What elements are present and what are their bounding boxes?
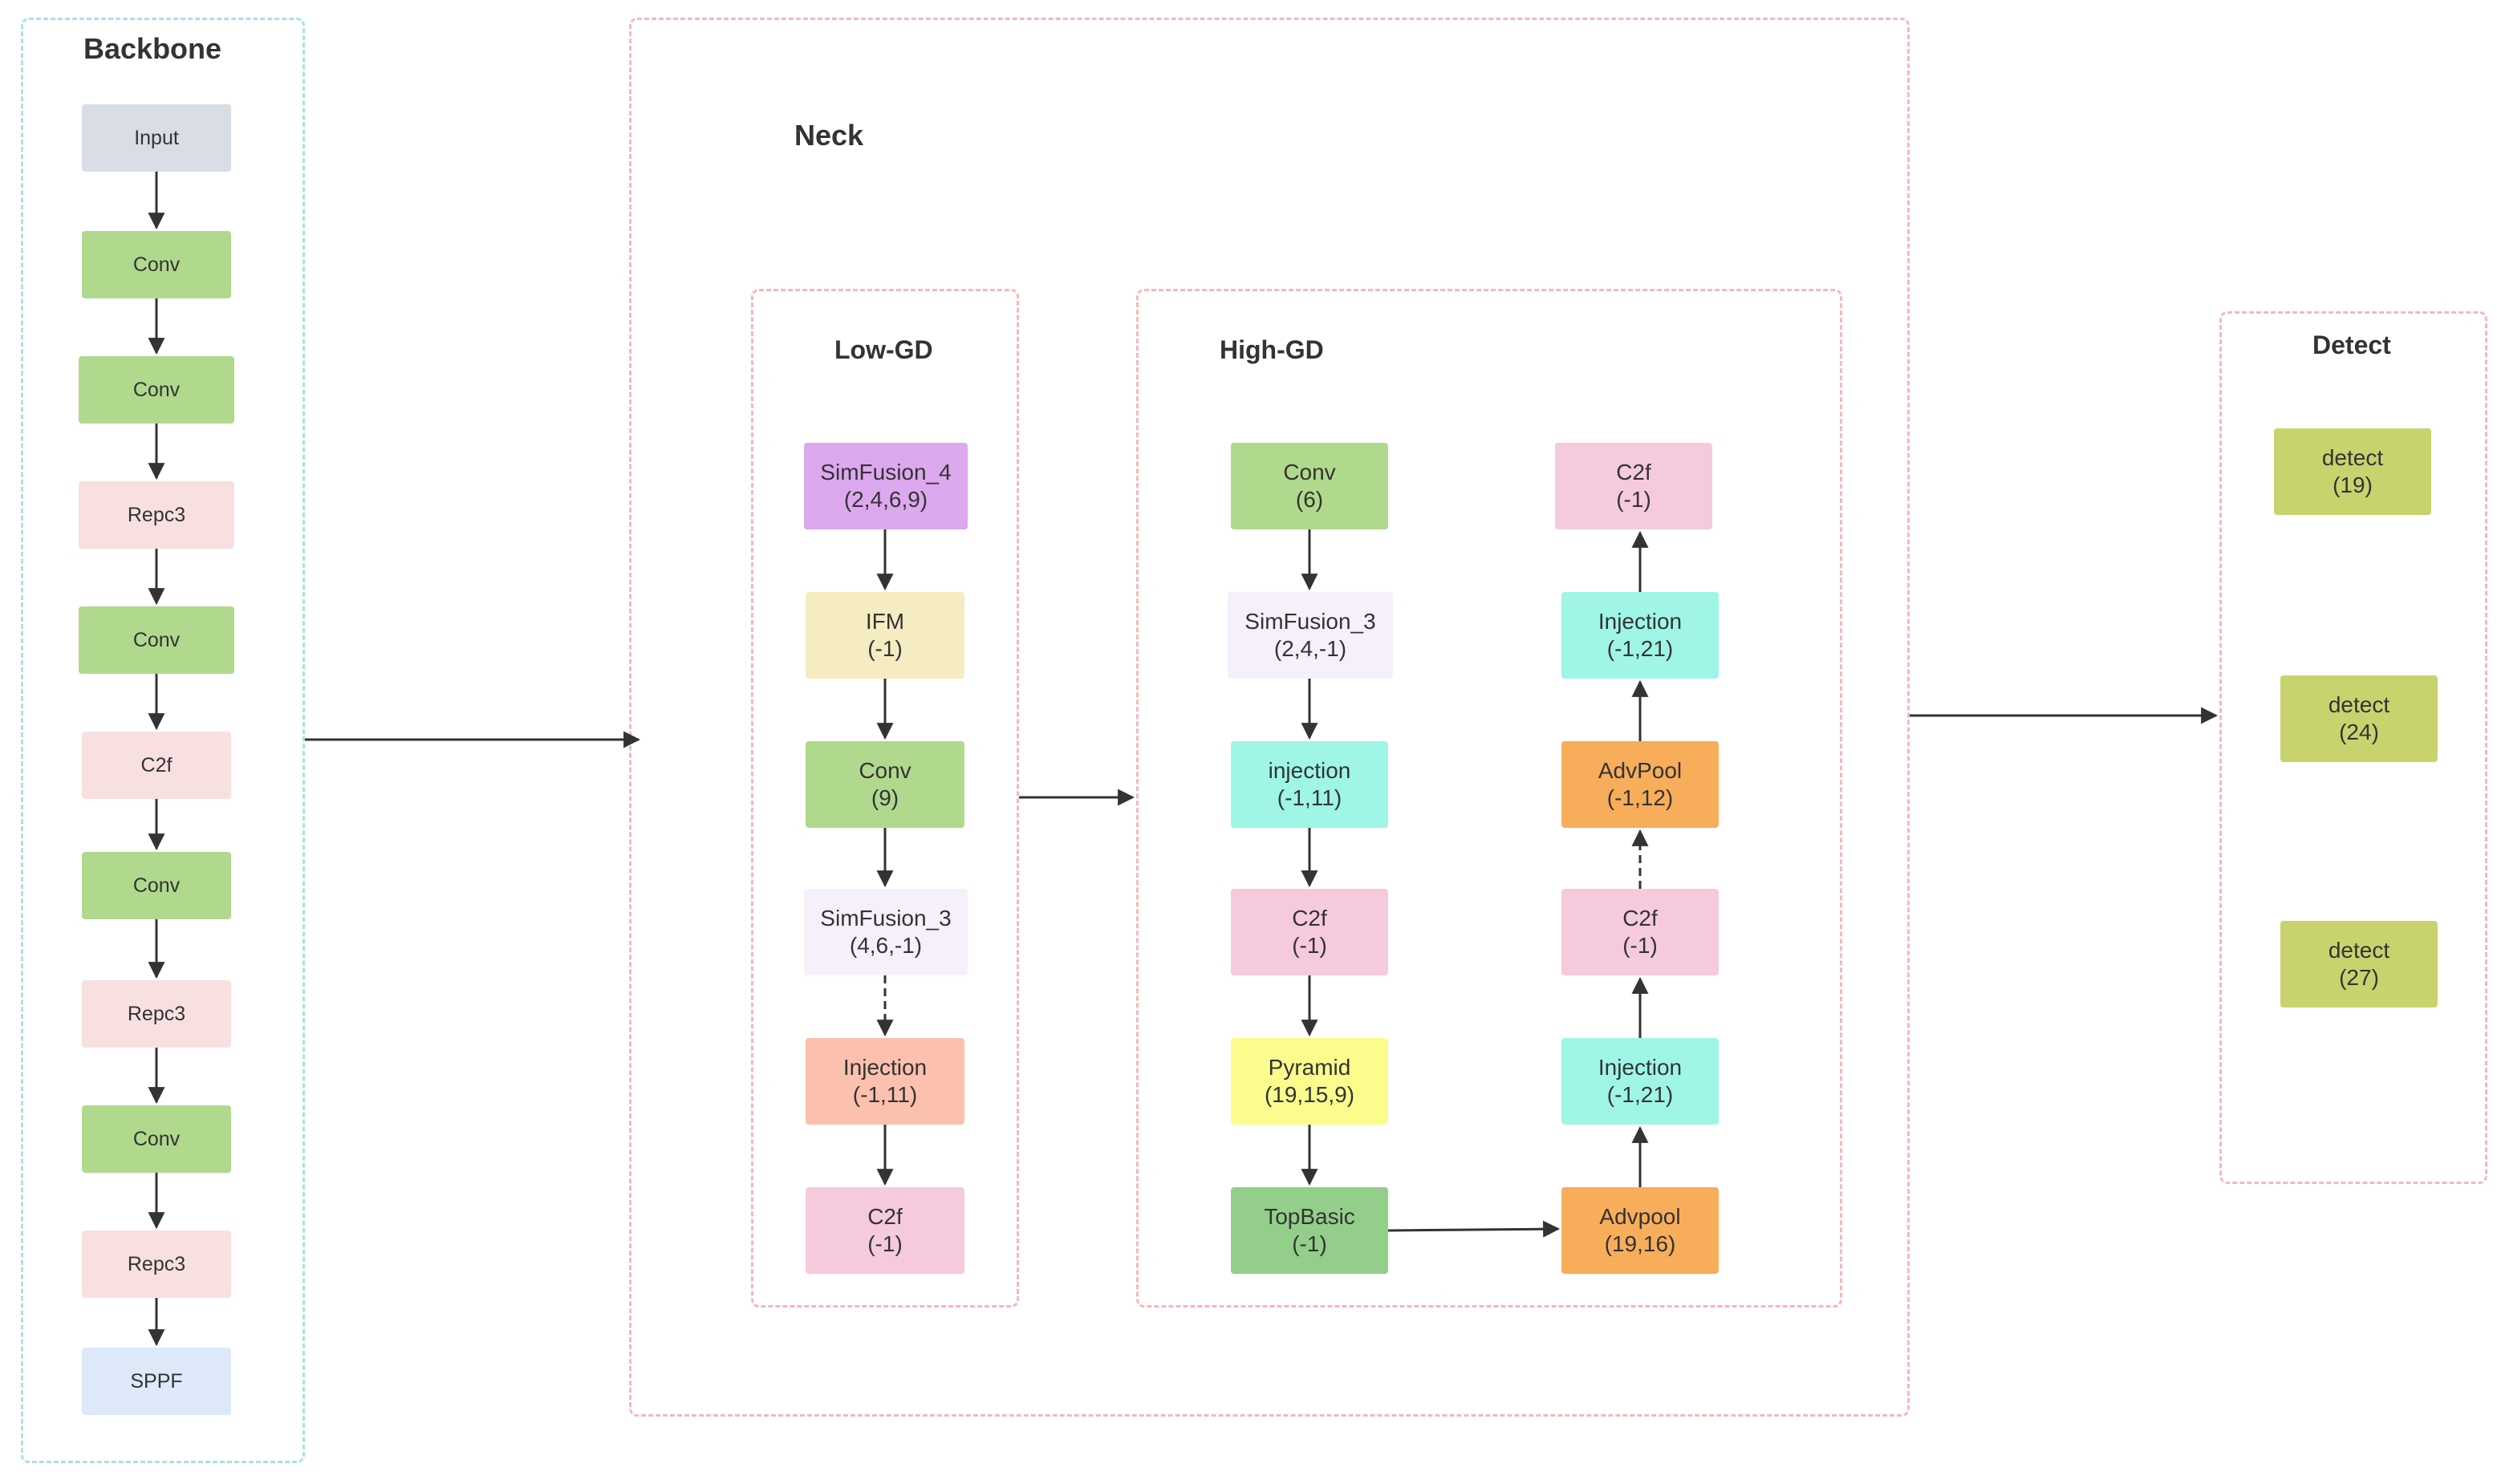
backbone-node-label: Conv <box>132 379 181 401</box>
backbone-node-conv: Conv <box>82 231 231 298</box>
detect-node-19: detect (19) <box>2274 428 2431 515</box>
neck-title: Neck <box>794 119 864 152</box>
high-gd-title: High-GD <box>1220 335 1324 364</box>
low-gd-node-c2f: C2f (-1) <box>806 1187 964 1274</box>
low-gd-title: Low-GD <box>834 335 933 364</box>
neck-group <box>629 18 1910 1417</box>
backbone-node-label: Conv <box>132 874 181 897</box>
high-gd-node-label: SimFusion_3 (2,4,-1) <box>1244 609 1376 661</box>
low-gd-node-conv: Conv (9) <box>806 741 964 828</box>
backbone-node-label: Repc3 <box>127 1003 186 1025</box>
high-gd-node-label: C2f (-1) <box>1292 906 1327 958</box>
high-gd-node-label: Injection (-1,21) <box>1598 609 1683 661</box>
backbone-node-label: SPPF <box>130 1370 183 1393</box>
high-gd-node-injection: injection (-1,11) <box>1231 741 1388 828</box>
low-gd-node-label: C2f (-1) <box>867 1204 903 1256</box>
backbone-node-conv: Conv <box>82 852 231 919</box>
backbone-node-sppf: SPPF <box>82 1348 231 1415</box>
backbone-node-conv: Conv <box>79 356 234 424</box>
low-gd-node-ifm: IFM (-1) <box>806 592 964 679</box>
high-gd-node-injection-lower: Injection (-1,21) <box>1561 1038 1719 1125</box>
backbone-node-label: Repc3 <box>127 504 186 526</box>
backbone-node-label: Conv <box>132 253 181 276</box>
low-gd-node-label: SimFusion_4 (2,4,6,9) <box>820 460 952 512</box>
high-gd-node-label: Conv (6) <box>1283 460 1336 512</box>
low-gd-group <box>751 289 1019 1308</box>
detect-node-27: detect (27) <box>2280 921 2438 1008</box>
backbone-node-repc3: Repc3 <box>79 481 234 549</box>
high-gd-node-label: C2f (-1) <box>1622 906 1658 958</box>
backbone-node-c2f: C2f <box>82 732 231 799</box>
low-gd-node-label: Injection (-1,11) <box>842 1055 928 1107</box>
high-gd-node-label: AdvPool (-1,12) <box>1598 758 1683 810</box>
detect-group <box>2219 311 2487 1184</box>
high-gd-node-label: TopBasic (-1) <box>1264 1204 1355 1256</box>
arrow-topbasic-to-advpool <box>1387 1220 1561 1238</box>
detect-node-24: detect (24) <box>2280 675 2438 762</box>
high-gd-node-advpool-lower: Advpool (19,16) <box>1561 1187 1719 1274</box>
high-gd-node-injection-upper: Injection (-1,21) <box>1561 592 1719 679</box>
detect-node-label: detect (24) <box>2328 692 2390 744</box>
high-gd-node-c2f: C2f (-1) <box>1231 889 1388 975</box>
backbone-node-label: Conv <box>132 1128 181 1150</box>
high-gd-node-advpool-upper: AdvPool (-1,12) <box>1561 741 1719 828</box>
low-gd-node-simfusion4: SimFusion_4 (2,4,6,9) <box>804 443 968 529</box>
backbone-title: Backbone <box>83 32 222 65</box>
backbone-node-label: Input <box>134 127 179 149</box>
low-gd-node-injection: Injection (-1,11) <box>806 1038 964 1125</box>
high-gd-node-label: Injection (-1,21) <box>1598 1055 1683 1107</box>
low-gd-node-label: IFM (-1) <box>865 609 905 661</box>
high-gd-node-c2f-mid: C2f (-1) <box>1561 889 1719 975</box>
backbone-node-label: Repc3 <box>127 1253 186 1275</box>
low-gd-node-simfusion3: SimFusion_3 (4,6,-1) <box>804 889 968 975</box>
high-gd-node-label: injection (-1,11) <box>1268 758 1351 810</box>
backbone-node-repc3: Repc3 <box>82 980 231 1048</box>
backbone-node-input: Input <box>82 104 231 172</box>
detect-node-label: detect (19) <box>2321 445 2384 497</box>
high-gd-node-label: Pyramid (19,15,9) <box>1264 1055 1355 1107</box>
backbone-node-conv: Conv <box>82 1105 231 1173</box>
low-gd-node-label: Conv (9) <box>859 758 912 810</box>
backbone-node-repc3: Repc3 <box>82 1231 231 1298</box>
high-gd-node-simfusion3: SimFusion_3 (2,4,-1) <box>1228 592 1393 679</box>
high-gd-node-topbasic: TopBasic (-1) <box>1231 1187 1388 1274</box>
high-gd-node-conv: Conv (6) <box>1231 443 1388 529</box>
detect-node-label: detect (27) <box>2328 938 2390 990</box>
backbone-node-label: Conv <box>132 629 181 651</box>
detect-title: Detect <box>2312 330 2391 359</box>
backbone-node-label: C2f <box>140 754 173 776</box>
high-gd-node-label: Advpool (19,16) <box>1599 1204 1681 1256</box>
backbone-node-conv: Conv <box>79 606 234 674</box>
backbone-group <box>21 18 305 1463</box>
high-gd-node-label: C2f (-1) <box>1616 460 1651 512</box>
high-gd-group <box>1136 289 1842 1308</box>
high-gd-node-pyramid: Pyramid (19,15,9) <box>1231 1038 1388 1125</box>
low-gd-node-label: SimFusion_3 (4,6,-1) <box>820 906 952 958</box>
high-gd-node-c2f-top: C2f (-1) <box>1555 443 1712 529</box>
